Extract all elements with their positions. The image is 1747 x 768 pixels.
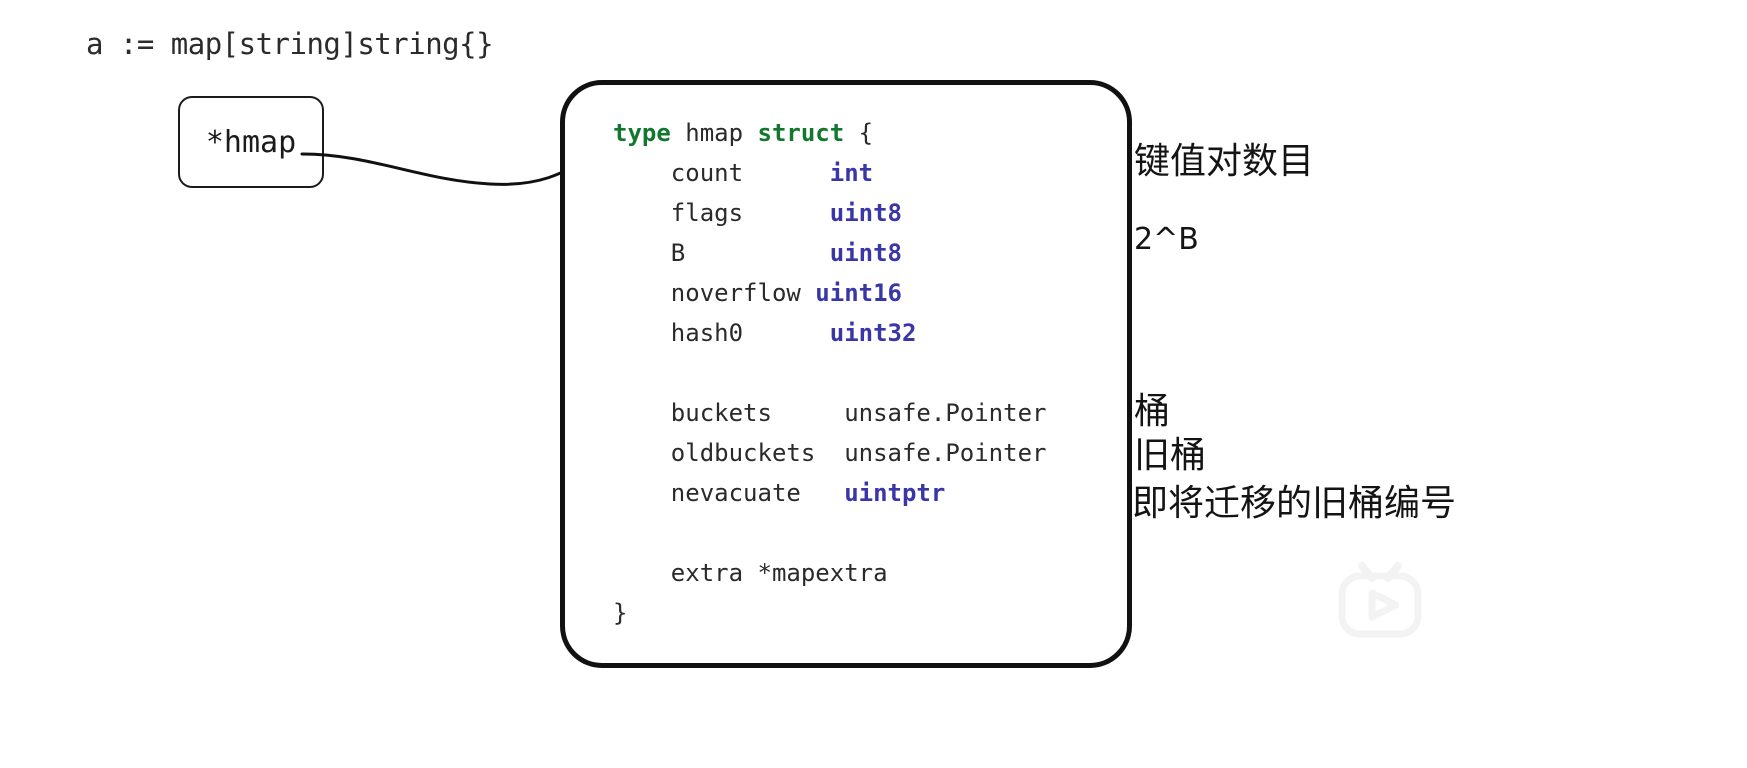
right-rail: [1500, 0, 1747, 764]
annotation-nevacuate: 即将迁移的旧桶编号: [1132, 483, 1457, 524]
annotation-count: 键值对数目: [1134, 141, 1315, 182]
bilibili-tv-play-logo-icon: [1338, 562, 1422, 638]
diagram-canvas: a := map[string]string{} *hmap type hmap…: [86, 27, 1457, 668]
hmap-pointer-label: *hmap: [205, 124, 297, 160]
hmap-struct-card: type hmap struct { count int flags uint8…: [560, 80, 1132, 668]
map-declaration-text: a := map[string]string{}: [86, 27, 494, 61]
hmap-pointer-box: *hmap: [178, 96, 324, 188]
annotation-oldbuckets: 旧桶: [1134, 435, 1207, 476]
annotation-buckets: 桶: [1134, 391, 1171, 432]
hmap-struct-code: type hmap struct { count int flags uint8…: [613, 119, 1047, 627]
annotation-b: 2^B: [1134, 222, 1199, 257]
